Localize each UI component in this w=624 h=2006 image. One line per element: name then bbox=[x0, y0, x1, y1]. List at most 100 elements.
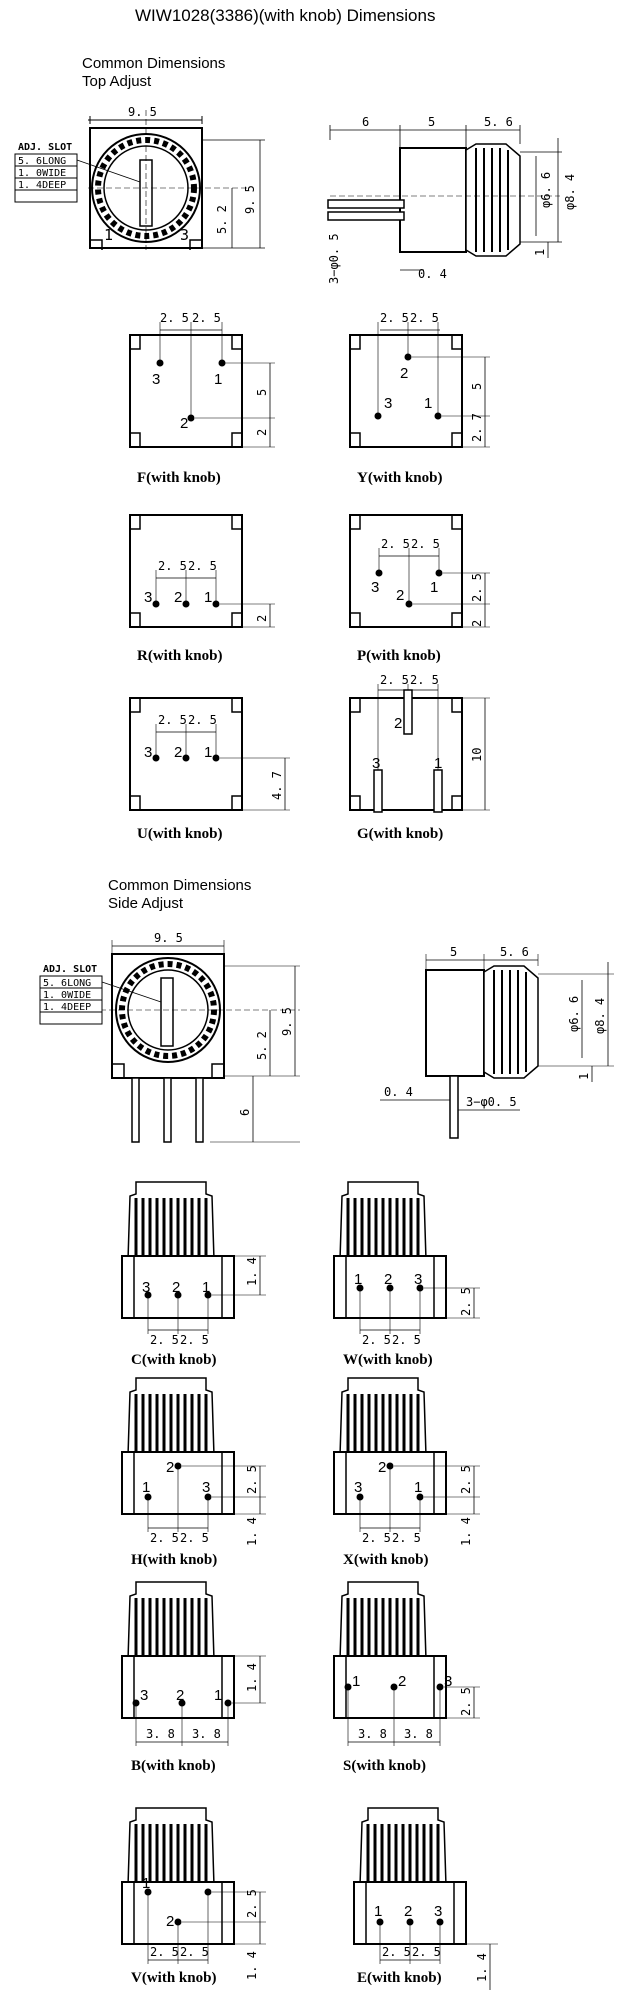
diagram-R: 2. 5 2. 5 2 3 2 1 bbox=[129, 514, 275, 628]
pin-label: 3 bbox=[202, 1479, 210, 1496]
dimension-label: 5. 2 bbox=[255, 1031, 269, 1060]
pin-label: 3 bbox=[142, 1279, 150, 1296]
caption-S: S(with knob) bbox=[343, 1758, 426, 1774]
pin-label: 1 bbox=[424, 395, 432, 412]
caption-F: F(with knob) bbox=[137, 470, 221, 486]
dimension-label: 0. 4 bbox=[384, 1085, 413, 1099]
caption-H: H(with knob) bbox=[131, 1552, 218, 1568]
caption-B: B(with knob) bbox=[131, 1758, 216, 1774]
pin-label: 2 bbox=[176, 1687, 184, 1704]
dimension-label: 1 bbox=[577, 1073, 591, 1080]
pin-label: 2 bbox=[172, 1279, 180, 1296]
dimension-label: φ6. 6 bbox=[539, 172, 553, 208]
dimension-label: 9. 5 bbox=[243, 185, 257, 214]
pin-label: 3 bbox=[180, 226, 189, 244]
pin-label: 3 bbox=[144, 744, 152, 761]
slot-note: 5. 6LONG bbox=[18, 156, 66, 167]
top-adjust-front-view: 1 3 9. 5 9. 5 5. 2 ADJ. SLOT 5. 6LONG 1.… bbox=[14, 105, 265, 250]
section-side-adjust: Common Dimensions Side Adjust bbox=[108, 877, 251, 913]
pin-label: 1 bbox=[204, 744, 212, 761]
dimension-label: 2. 5 bbox=[188, 559, 217, 573]
diagram-S: 3. 8 3. 8 2. 5 1 2 3 bbox=[333, 1580, 480, 1746]
caption-C: C(with knob) bbox=[131, 1352, 217, 1368]
dimension-label: 2. 5 bbox=[380, 673, 409, 687]
dimension-label: 2. 5 bbox=[362, 1333, 391, 1347]
pin-label: 2 bbox=[174, 744, 182, 761]
dimension-label: 6 bbox=[362, 115, 369, 129]
dimension-label: 2. 5 bbox=[470, 573, 484, 602]
dimension-label: 3. 8 bbox=[146, 1727, 175, 1741]
section-line: Common Dimensions bbox=[82, 55, 226, 72]
pin-label: 1 bbox=[214, 371, 222, 388]
side-adjust-front-view: 9. 5 9. 5 5. 2 6 ADJ. SLOT 5. 6LONG 1. 0… bbox=[39, 931, 300, 1143]
dimension-label: 2. 5 bbox=[459, 1687, 473, 1716]
pin-label: 2 bbox=[166, 1913, 174, 1930]
dimension-label: 6 bbox=[238, 1109, 252, 1116]
dimension-label: 2. 5 bbox=[180, 1531, 209, 1545]
caption-E: E(with knob) bbox=[357, 1970, 442, 1986]
pin-label: 3 bbox=[152, 371, 160, 388]
diagram-E: 2. 5 2. 5 1. 4 1 2 3 bbox=[353, 1806, 498, 1990]
dimension-label: 9. 5 bbox=[128, 105, 157, 119]
pin-label: 2 bbox=[378, 1459, 386, 1476]
dimension-label: 2. 5 bbox=[381, 537, 410, 551]
pin-label: 1 bbox=[214, 1687, 222, 1704]
pin-label: 3 bbox=[384, 395, 392, 412]
pin-label: 3 bbox=[144, 589, 152, 606]
dimension-label: 2. 7 bbox=[470, 413, 484, 442]
slot-note: 1. 4DEEP bbox=[18, 180, 66, 191]
diagram-U: 2. 5 2. 5 4. 7 3 2 1 bbox=[129, 697, 290, 811]
dimension-label: 5. 2 bbox=[215, 205, 229, 234]
diagram-P: 2. 5 2. 5 2. 5 2 3 2 1 bbox=[349, 514, 490, 628]
dimension-label: 1. 4 bbox=[475, 1953, 489, 1982]
dimension-label: 2. 5 bbox=[150, 1945, 179, 1959]
dimension-label: 2. 5 bbox=[392, 1333, 421, 1347]
side-adjust-side-view: 5 5. 6 φ6. 6 φ8. 4 1 0. 4 3−φ0. 5 bbox=[380, 945, 614, 1139]
pin-label: 3 bbox=[414, 1271, 422, 1288]
dimension-label: φ8. 4 bbox=[593, 998, 607, 1034]
section-line: Top Adjust bbox=[82, 73, 152, 90]
pin-label: 2 bbox=[396, 587, 404, 604]
pin-label: 1 bbox=[204, 589, 212, 606]
dimension-label: 2. 5 bbox=[150, 1333, 179, 1347]
caption-R: R(with knob) bbox=[137, 648, 223, 664]
dimension-label: 5 bbox=[470, 383, 484, 390]
diagram-G: 2. 5 2. 5 10 2 3 1 bbox=[349, 673, 490, 813]
dimension-label: 2. 5 bbox=[380, 311, 409, 325]
dimension-label: 3. 8 bbox=[358, 1727, 387, 1741]
pin-label: 1 bbox=[142, 1479, 150, 1496]
caption-U: U(with knob) bbox=[137, 826, 223, 842]
pin-label: 2 bbox=[398, 1673, 406, 1690]
pin-label: 3 bbox=[140, 1687, 148, 1704]
dimension-label: φ8. 4 bbox=[563, 174, 577, 210]
pin-label: 3 bbox=[434, 1903, 442, 1920]
dimension-label: 2. 5 bbox=[160, 311, 189, 325]
dimension-label: 2. 5 bbox=[412, 1945, 441, 1959]
caption-V: V(with knob) bbox=[131, 1970, 217, 1986]
dimension-label: 1. 4 bbox=[245, 1663, 259, 1692]
top-adjust-side-view: 6 5 5. 6 φ6. 6 φ8. 4 1 0. 4 3−φ0. 5 bbox=[327, 115, 577, 284]
dimension-label: 2. 5 bbox=[382, 1945, 411, 1959]
pin-label: 2 bbox=[400, 365, 408, 382]
pin-label: 1 bbox=[414, 1479, 422, 1496]
slot-note: ADJ. SLOT bbox=[43, 964, 97, 975]
dimension-label: 5 bbox=[255, 389, 269, 396]
slot-note: 1. 0WIDE bbox=[18, 168, 66, 179]
dimension-label: 2. 5 bbox=[180, 1945, 209, 1959]
dimension-label: 0. 4 bbox=[418, 267, 447, 281]
dimension-label: 2. 5 bbox=[459, 1465, 473, 1494]
section-line: Common Dimensions bbox=[108, 877, 252, 894]
pin-label: 1 bbox=[202, 1279, 210, 1296]
dimension-label: 5. 6 bbox=[484, 115, 513, 129]
pin-label: 2 bbox=[180, 415, 188, 432]
diagram-W: 2. 5 2. 5 2. 5 1 2 3 bbox=[333, 1180, 480, 1347]
dimension-label: 2. 5 bbox=[410, 673, 439, 687]
dimension-label: 2 bbox=[470, 620, 484, 627]
diagram-C: 2. 5 2. 5 1. 4 3 2 1 bbox=[121, 1180, 266, 1347]
diagram-F: 2. 5 2. 5 5 2 3 1 2 bbox=[129, 311, 275, 448]
caption-Y: Y(with knob) bbox=[357, 470, 443, 486]
pin-label: 1 bbox=[374, 1903, 382, 1920]
caption-P: P(with knob) bbox=[357, 648, 441, 664]
dimension-label: 1 bbox=[533, 249, 547, 256]
